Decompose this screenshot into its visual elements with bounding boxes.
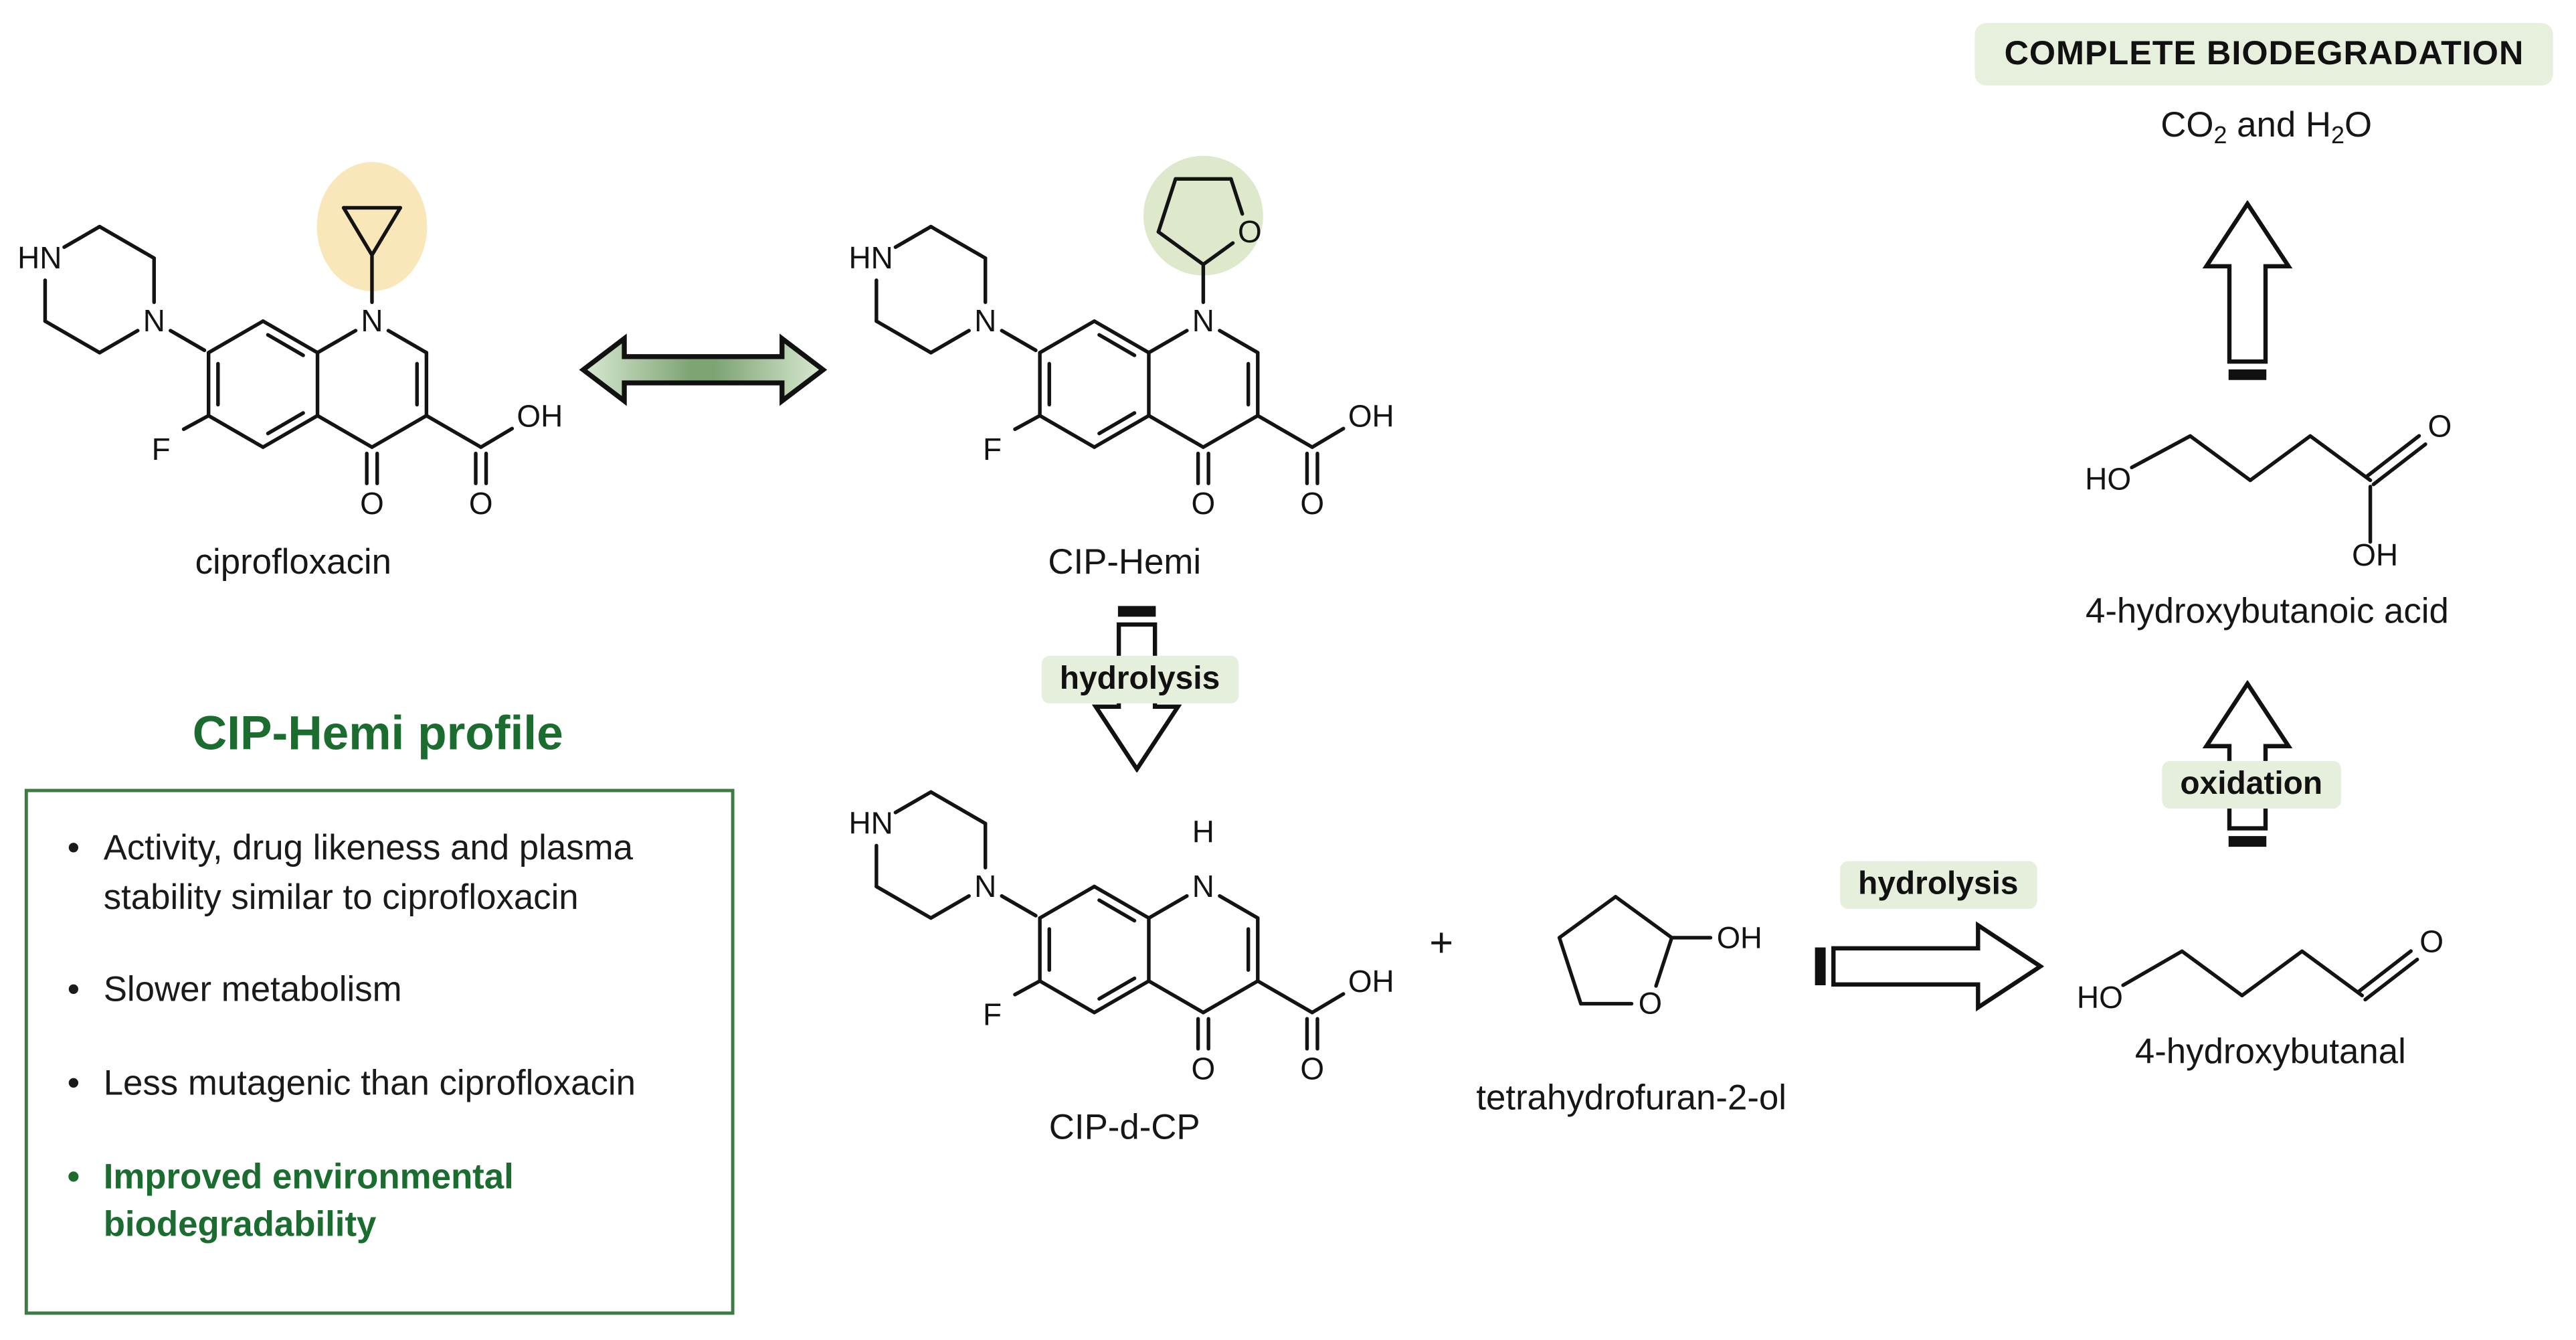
aldehyde-oxygen-label: O: [2419, 924, 2444, 958]
hydroxyl-label: OH: [1717, 921, 1762, 955]
hydrolysis-right-label: hydrolysis: [1840, 861, 2037, 909]
profile-bullet: Activity, drug likeness and plasma stabi…: [61, 825, 702, 923]
ring-n1-label: N: [1192, 869, 1214, 904]
oxidation-label: oxidation: [2162, 760, 2341, 809]
bond-network: [1557, 895, 1713, 1006]
piperazine-n-label: N: [974, 303, 996, 338]
acid-oh-label: OH: [1348, 964, 1394, 999]
piperazine-nh-label: HN: [849, 806, 893, 841]
bond-network: [2121, 949, 2419, 1002]
butanoic-acid-name: 4-hydroxybutanoic acid: [2085, 591, 2449, 631]
butanal-name: 4-hydroxybutanal: [2134, 1031, 2406, 1072]
fluorine-label: F: [152, 432, 171, 467]
n1-hydrogen-label: H: [1192, 815, 1214, 849]
ketone-oxygen-label: O: [360, 486, 384, 521]
piperazine-nh-label: HN: [849, 240, 893, 275]
thf-ol-name: tetrahydrofuran-2-ol: [1476, 1078, 1787, 1118]
bond-network: [43, 162, 515, 485]
profile-bullet: Less mutagenic than ciprofloxacin: [61, 1060, 702, 1109]
ring-oxygen-label: O: [1639, 987, 1662, 1021]
profile-bullet-highlighted: Improved environmental biodegradability: [61, 1153, 702, 1251]
oxidation-up-arrow: [2202, 680, 2293, 847]
ketone-oxygen-label: O: [1192, 1052, 1216, 1086]
cip-hemi-molecule: HN N N O F O O OH CIP-Hemi: [841, 145, 1408, 584]
hydroxyl-label: HO: [2077, 980, 2123, 1015]
cip-d-cp-name: CIP-d-CP: [1048, 1107, 1200, 1147]
carbonyl-oxygen-label: O: [2428, 409, 2452, 444]
ketone-oxygen-label: O: [1192, 486, 1216, 521]
hydrolysis-right-arrow: [1815, 921, 2044, 1012]
acid-oxygen-label: O: [1300, 1052, 1324, 1086]
thf-ol-structure: O OH: [1557, 895, 1762, 1021]
cip-hemi-structure: HN N N O F O O OH: [849, 155, 1394, 521]
butanoic-acid-structure: HO O OH: [2085, 409, 2452, 572]
bond-network: [875, 790, 1346, 1051]
fluorine-label: F: [983, 997, 1002, 1032]
hydrolysis-down-label: hydrolysis: [1041, 655, 1238, 703]
piperazine-n-label: N: [143, 303, 165, 338]
acid-oh-label: OH: [517, 398, 563, 433]
cip-hemi-name: CIP-Hemi: [1048, 542, 1202, 582]
mineralization-up-arrow: [2202, 200, 2293, 380]
thf-oxygen-label: O: [1238, 214, 1262, 249]
ring-n1-label: N: [1192, 303, 1214, 338]
mineralization-products-text: CO2 and H2O: [2160, 105, 2373, 150]
ciprofloxacin-structure: HN N N F O O OH: [17, 162, 563, 521]
cip-d-cp-molecule: HN N N H F O O OH CIP-d-CP: [841, 710, 1408, 1149]
ciprofloxacin-name: ciprofloxacin: [195, 542, 391, 582]
acid-oxygen-label: O: [1300, 486, 1324, 521]
piperazine-nh-label: HN: [17, 240, 62, 275]
cip-d-cp-structure: HN N N H F O O OH: [849, 790, 1394, 1086]
ring-n1-label: N: [361, 303, 383, 338]
profile-title: CIP-Hemi profile: [192, 708, 563, 761]
piperazine-n-label: N: [974, 869, 996, 904]
equilibrium-double-arrow: [579, 333, 828, 406]
profile-box: Activity, drug likeness and plasma stabi…: [24, 788, 735, 1315]
butanal-structure: HO O: [2077, 924, 2444, 1015]
profile-bullet: Slower metabolism: [61, 967, 702, 1016]
profile-bullet-list: Activity, drug likeness and plasma stabi…: [28, 792, 731, 1251]
ciprofloxacin-molecule: HN N N F O O OH ciprofloxacin: [10, 145, 577, 584]
plus-sign: +: [1429, 920, 1454, 967]
hydroxyl-label: HO: [2085, 462, 2131, 497]
bond-network: [2130, 434, 2427, 544]
bond-network: [875, 155, 1346, 485]
acid-oxygen-label: O: [469, 486, 493, 521]
acid-oh-label: OH: [1348, 398, 1394, 433]
fluorine-label: F: [983, 432, 1002, 467]
acid-oh-label: OH: [2352, 537, 2398, 572]
complete-biodegradation-banner: COMPLETE BIODEGRADATION: [1974, 23, 2554, 86]
cyclopropyl-highlight: [316, 162, 428, 292]
